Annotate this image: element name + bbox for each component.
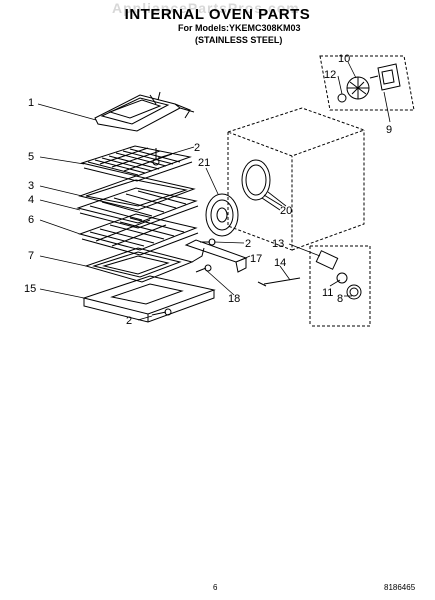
convection-element: [241, 159, 283, 211]
callout-5: 5: [28, 151, 34, 163]
rack-frame: [78, 175, 196, 211]
callout-2-mid: 2: [245, 238, 251, 250]
motor: [369, 63, 401, 91]
callout-12: 12: [324, 69, 336, 81]
watermark: AppliancePartsPros.com: [112, 0, 300, 16]
callout-3: 3: [28, 180, 34, 192]
oven-cavity: [226, 107, 366, 251]
leader-lines: [37, 61, 391, 321]
light-lens-8: [346, 284, 362, 300]
bracket: [184, 239, 248, 273]
light-assembly-group: [309, 245, 371, 327]
callout-21: 21: [198, 157, 210, 169]
callout-13: 13: [272, 238, 284, 250]
callout-1: 1: [28, 97, 34, 109]
document-number: 8186465: [384, 583, 416, 592]
oven-rack: [76, 187, 199, 229]
screw-18: [195, 264, 212, 273]
broil-element: [94, 91, 195, 132]
page-title: INTERNAL OVEN PARTS: [124, 6, 311, 23]
screw-bottom: [151, 308, 172, 316]
model-line: For Models:YKEMC308KM03: [178, 23, 301, 33]
callout-10: 10: [338, 53, 350, 65]
light-housing: [315, 250, 339, 270]
screw-top: [152, 148, 160, 166]
callout-17: 17: [250, 253, 262, 265]
finish-line: (STAINLESS STEEL): [195, 35, 283, 45]
fan-motor-group: [319, 55, 415, 111]
callout-18: 18: [228, 293, 240, 305]
callout-2-bottom: 2: [126, 315, 132, 327]
callout-11: 11: [322, 287, 333, 299]
callout-15: 15: [24, 283, 36, 295]
callout-7: 7: [28, 250, 34, 262]
callout-8: 8: [337, 293, 343, 305]
fan-shroud: [205, 193, 239, 237]
fan-blade: [346, 76, 370, 100]
callout-6: 6: [28, 214, 34, 226]
sensor-14: [257, 277, 301, 287]
top-rack: [80, 145, 193, 182]
nut-12: [337, 93, 347, 103]
callout-14: 14: [274, 257, 286, 269]
callout-20: 20: [280, 205, 292, 217]
lower-rack: [78, 213, 199, 256]
callout-2-top: 2: [194, 142, 200, 154]
callout-4: 4: [28, 194, 34, 206]
bottom-panel: [82, 275, 216, 323]
light-bulb-11: [336, 272, 348, 284]
page-number: 6: [213, 583, 218, 592]
callout-9: 9: [386, 124, 392, 136]
